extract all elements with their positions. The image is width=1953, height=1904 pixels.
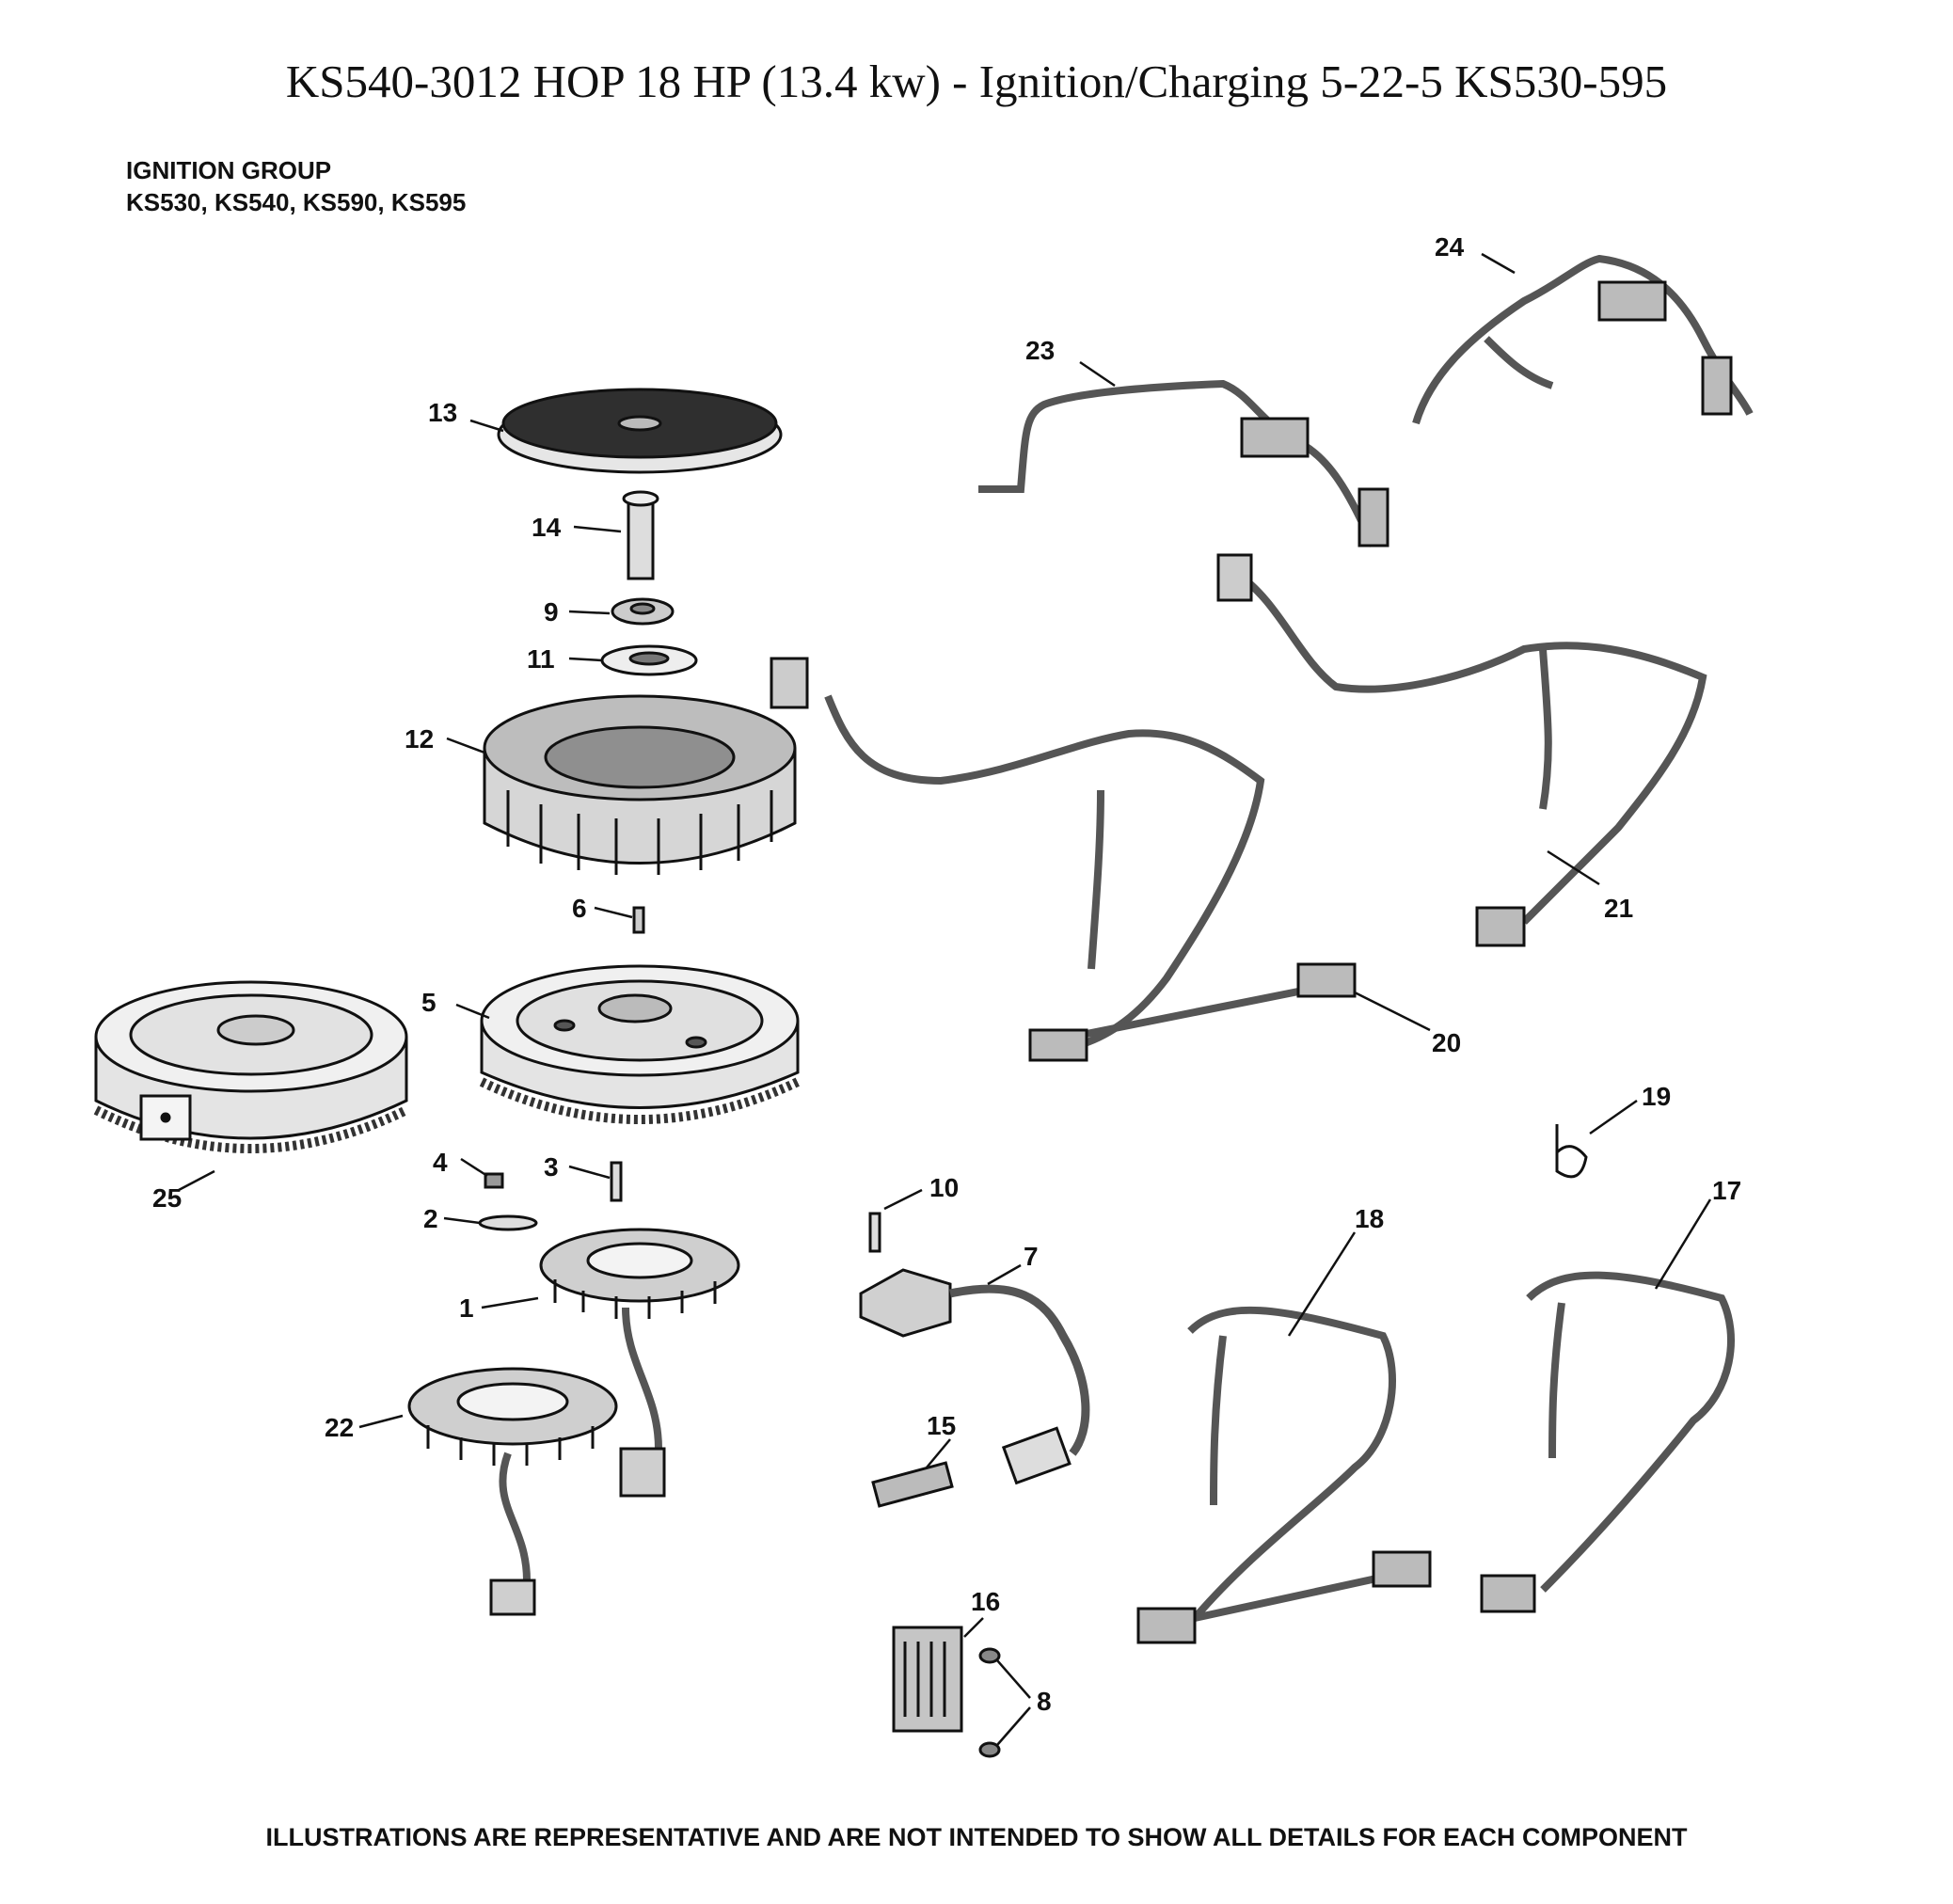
callout-3: 3 xyxy=(544,1152,559,1182)
part-20-harness xyxy=(770,657,1357,1062)
part-19-clip xyxy=(1555,1124,1588,1179)
callout-13: 13 xyxy=(428,398,457,427)
callout-5: 5 xyxy=(421,988,437,1017)
page-title: KS540-3012 HOP 18 HP (13.4 kw) - Ignitio… xyxy=(285,56,1668,107)
callout-6: 6 xyxy=(572,894,587,923)
group-models: KS530, KS540, KS590, KS595 xyxy=(126,188,467,216)
group-heading: IGNITION GROUP KS530, KS540, KS590, KS59… xyxy=(126,154,466,218)
callout-22: 22 xyxy=(325,1413,354,1442)
part-16-rectifier xyxy=(892,1626,963,1733)
footer-note: ILLUSTRATIONS ARE REPRESENTATIVE AND ARE… xyxy=(265,1823,1688,1851)
callout-8: 8 xyxy=(1037,1687,1052,1716)
part-17-harness xyxy=(1480,1271,1735,1613)
group-title: IGNITION GROUP xyxy=(126,156,332,184)
part-23-harness xyxy=(978,379,1389,547)
part-24-harness xyxy=(1412,254,1754,425)
callout-11: 11 xyxy=(527,644,555,674)
part-1-stator xyxy=(539,1228,740,1498)
callout-16: 16 xyxy=(971,1587,1000,1616)
part-7-ignition-module xyxy=(859,1268,1090,1485)
callout-9: 9 xyxy=(544,597,559,627)
part-4-nut xyxy=(484,1172,504,1189)
part-15-spark-plug xyxy=(871,1461,954,1508)
part-2-washer xyxy=(478,1214,538,1231)
callout-2: 2 xyxy=(423,1204,438,1233)
callout-17: 17 xyxy=(1712,1176,1741,1205)
part-14-spacer xyxy=(622,490,659,580)
part-22-stator xyxy=(407,1367,618,1616)
callout-12: 12 xyxy=(405,724,434,754)
part-21-harness xyxy=(1216,553,1707,947)
callout-25: 25 xyxy=(152,1183,182,1213)
callout-15: 15 xyxy=(927,1411,956,1440)
part-18-harness xyxy=(1136,1306,1432,1644)
callout-23: 23 xyxy=(1025,336,1055,365)
part-6-key xyxy=(632,906,645,934)
callout-14: 14 xyxy=(532,513,562,542)
callout-24: 24 xyxy=(1435,232,1465,262)
callout-4: 4 xyxy=(433,1148,448,1177)
callout-7: 7 xyxy=(1024,1242,1039,1271)
part-8-screws xyxy=(978,1647,1001,1758)
callout-21: 21 xyxy=(1604,894,1633,923)
part-25-flywheel xyxy=(93,980,409,1153)
part-13-screen xyxy=(497,388,783,474)
part-12-fan xyxy=(483,694,797,875)
part-9-washer xyxy=(611,597,675,626)
part-5-flywheel xyxy=(479,964,801,1124)
callout-19: 19 xyxy=(1642,1082,1671,1111)
callout-10: 10 xyxy=(929,1173,959,1202)
callout-20: 20 xyxy=(1432,1028,1461,1057)
callout-1: 1 xyxy=(459,1293,474,1323)
callout-18: 18 xyxy=(1355,1204,1384,1233)
part-3-screw xyxy=(610,1161,623,1202)
part-11-washer xyxy=(600,644,698,676)
part-10-screw xyxy=(868,1212,881,1253)
